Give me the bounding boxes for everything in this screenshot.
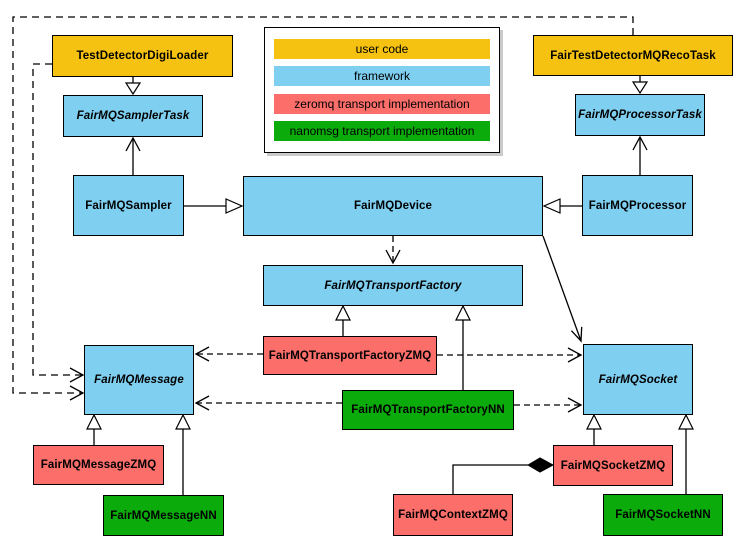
node-fairmqsocketzmq: FairMQSocketZMQ <box>553 445 673 486</box>
edge-inherit-sampler-device <box>184 198 244 214</box>
edge-inherit-messagezmq-message <box>86 413 102 445</box>
node-testdetectordigiloader: TestDetectorDigiLoader <box>52 35 233 77</box>
edge-inherit-factorynn-factory <box>455 304 471 390</box>
node-fairmqtransportfactoryzmq: FairMQTransportFactoryZMQ <box>263 336 437 375</box>
node-fairmqmessagenn: FairMQMessageNN <box>103 495 224 536</box>
edge-inherit-recotask-processortask <box>631 76 649 95</box>
node-fairmqsamplertask: FairMQSamplerTask <box>63 95 203 137</box>
edge-dep-device-factory <box>385 236 401 265</box>
edge-inherit-messagenn-message <box>175 413 191 495</box>
legend: user code framework zeromq transport imp… <box>264 27 500 153</box>
node-fairmqtransportfactory: FairMQTransportFactory <box>263 265 523 306</box>
edge-dep-recotask-message <box>12 16 634 401</box>
legend-label: zeromq transport implementation <box>294 96 470 111</box>
edge-comp-socketzmq-contextzmq <box>452 457 555 494</box>
node-fairtestdetectormqrecotask: FairTestDetectorMQRecoTask <box>533 35 733 76</box>
node-fairmqsocketnn: FairMQSocketNN <box>603 494 723 536</box>
edge-inherit-factoryzmq-factory <box>335 304 351 336</box>
node-fairmqsampler: FairMQSampler <box>73 175 184 236</box>
legend-label: user code <box>355 42 409 57</box>
node-fairmqmessagezmq: FairMQMessageZMQ <box>33 445 164 485</box>
legend-item-framework: framework <box>274 66 490 87</box>
node-fairmqmessage: FairMQMessage <box>84 345 194 415</box>
node-fairmqprocessor: FairMQProcessor <box>582 175 693 236</box>
edge-assoc-device-socket <box>542 235 583 343</box>
edge-dep-factorynn-message <box>194 395 342 411</box>
edge-assoc-sampler-samplertask <box>125 136 141 175</box>
edge-inherit-digiloader-samplertask <box>124 77 142 96</box>
edge-inherit-socketzmq-socket <box>586 413 602 445</box>
node-fairmqdevice: FairMQDevice <box>243 176 543 236</box>
edge-dep-digiloader-message <box>32 63 85 383</box>
legend-item-zeromq: zeromq transport implementation <box>274 93 490 114</box>
legend-item-nanomsg: nanomsg transport implementation <box>274 120 490 141</box>
edge-dep-factoryzmq-message <box>194 346 263 362</box>
legend-item-user-code: user code <box>274 39 490 60</box>
node-fairmqcontextzmq: FairMQContextZMQ <box>393 494 513 536</box>
edge-dep-factoryzmq-socket <box>437 347 583 363</box>
node-fairmqsocket: FairMQSocket <box>583 344 693 415</box>
edge-inherit-socketnn-socket <box>678 413 694 494</box>
legend-label: framework <box>353 69 410 84</box>
node-fairmqprocessortask: FairMQProcessorTask <box>575 94 705 136</box>
edge-assoc-processor-processortask <box>632 135 648 175</box>
legend-label: nanomsg transport implementation <box>289 123 475 138</box>
node-fairmqtransportfactorynn: FairMQTransportFactoryNN <box>342 390 514 430</box>
edge-dep-factorynn-socket <box>514 397 583 413</box>
edge-inherit-processor-device <box>542 198 582 214</box>
